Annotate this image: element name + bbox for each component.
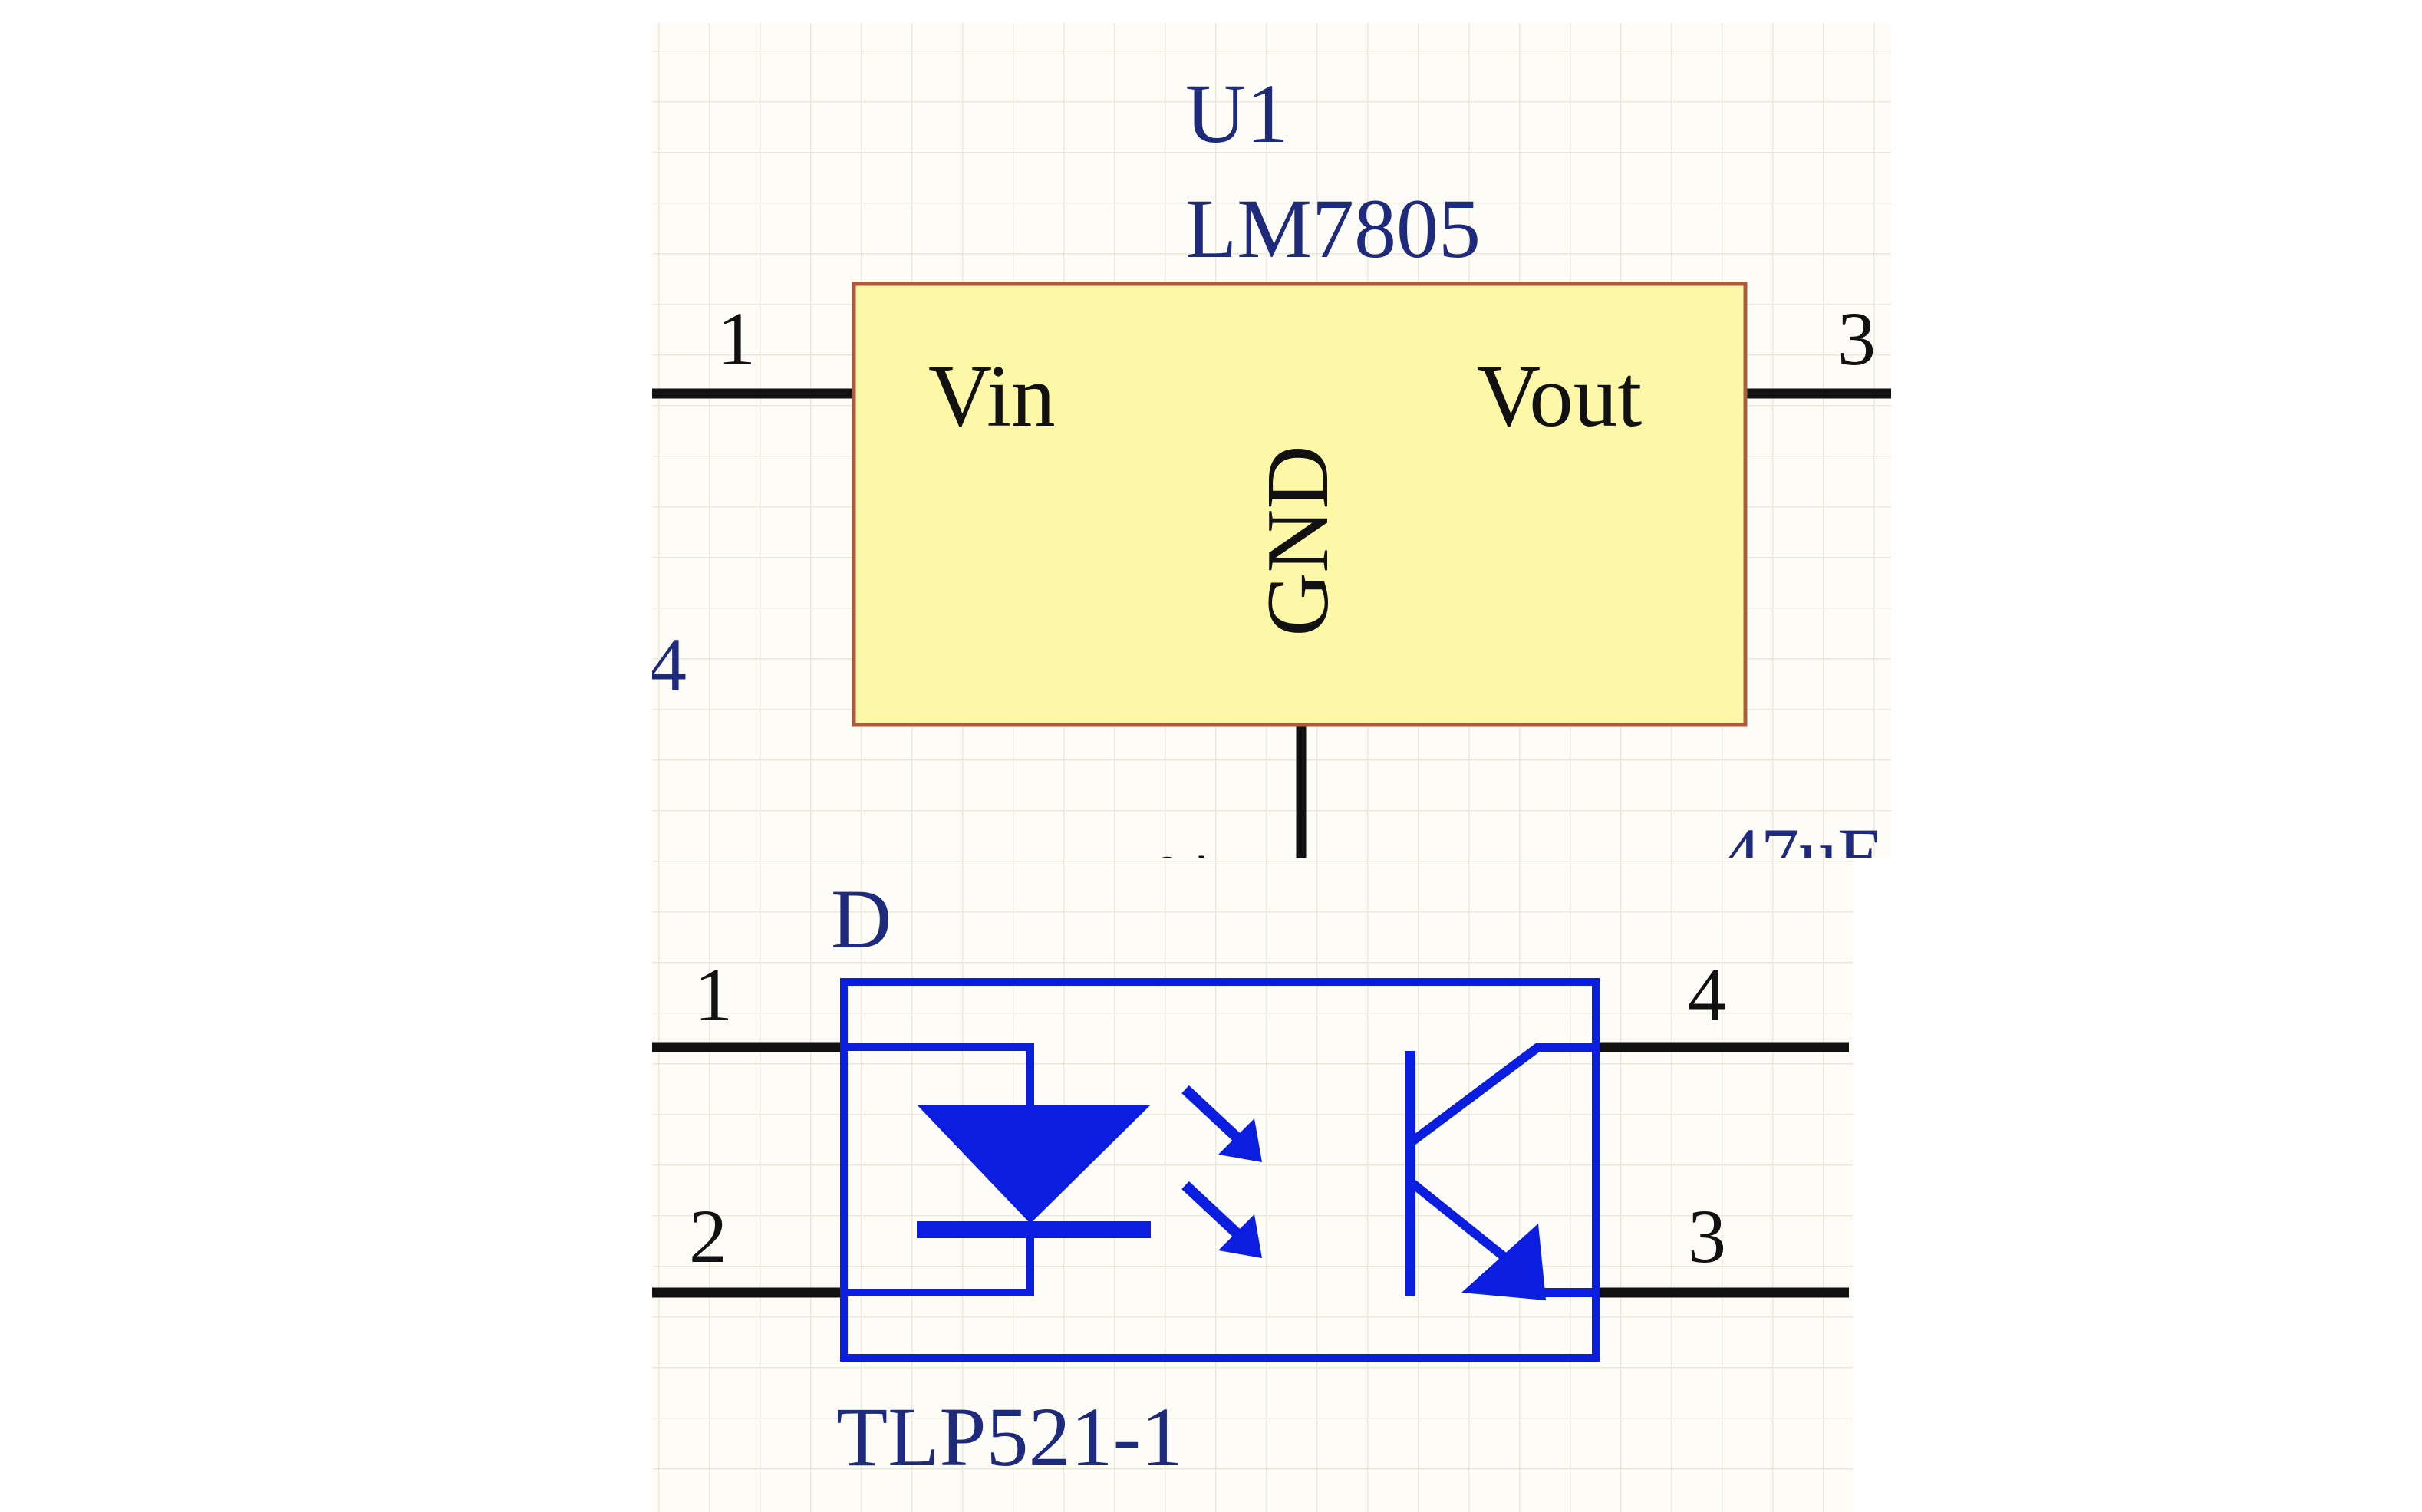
led-anode-wire bbox=[844, 1043, 1034, 1105]
led-diode-icon bbox=[917, 1105, 1151, 1238]
pin-3-number: 3 bbox=[1837, 296, 1876, 381]
regulator-designator: U1 bbox=[1185, 67, 1288, 160]
pin-vout-label: Vout bbox=[1477, 348, 1642, 445]
led-cathode-wire bbox=[844, 1227, 1034, 1296]
pin-2-number-partial: 2 bbox=[1136, 852, 1221, 890]
regulator-body[interactable] bbox=[852, 282, 1748, 727]
optocoupler-designator: D bbox=[831, 872, 891, 966]
bottom-panel-grid bbox=[652, 858, 1853, 1512]
pin-2-number: 2 bbox=[689, 1194, 727, 1279]
regulator-part-value: LM7805 bbox=[1185, 182, 1481, 275]
light-emission-arrows-icon bbox=[1181, 1085, 1262, 1258]
pin-vin-label: Vin bbox=[928, 348, 1056, 445]
pin-gnd-label: GND bbox=[1249, 445, 1346, 636]
phototransistor-icon bbox=[1405, 1043, 1596, 1300]
optocoupler-panel: D TLP521-1 1 2 4 3 bbox=[652, 858, 1853, 1512]
optocoupler-part-value: TLP521-1 bbox=[836, 1390, 1183, 1484]
pin-1-number: 1 bbox=[717, 296, 756, 381]
pin-1-number: 1 bbox=[694, 952, 733, 1037]
pin-3-number: 3 bbox=[1688, 1194, 1726, 1279]
optocoupler-body[interactable] bbox=[840, 978, 1600, 1362]
regulator-panel: U1 LM7805 1 3 Vin Vout GND 4 2 47uF bbox=[648, 23, 1891, 898]
pin-4-number: 4 bbox=[1688, 952, 1726, 1037]
capacitor-value-partial: 47uF bbox=[1722, 812, 1880, 898]
stray-pin-label: 4 bbox=[648, 622, 687, 707]
